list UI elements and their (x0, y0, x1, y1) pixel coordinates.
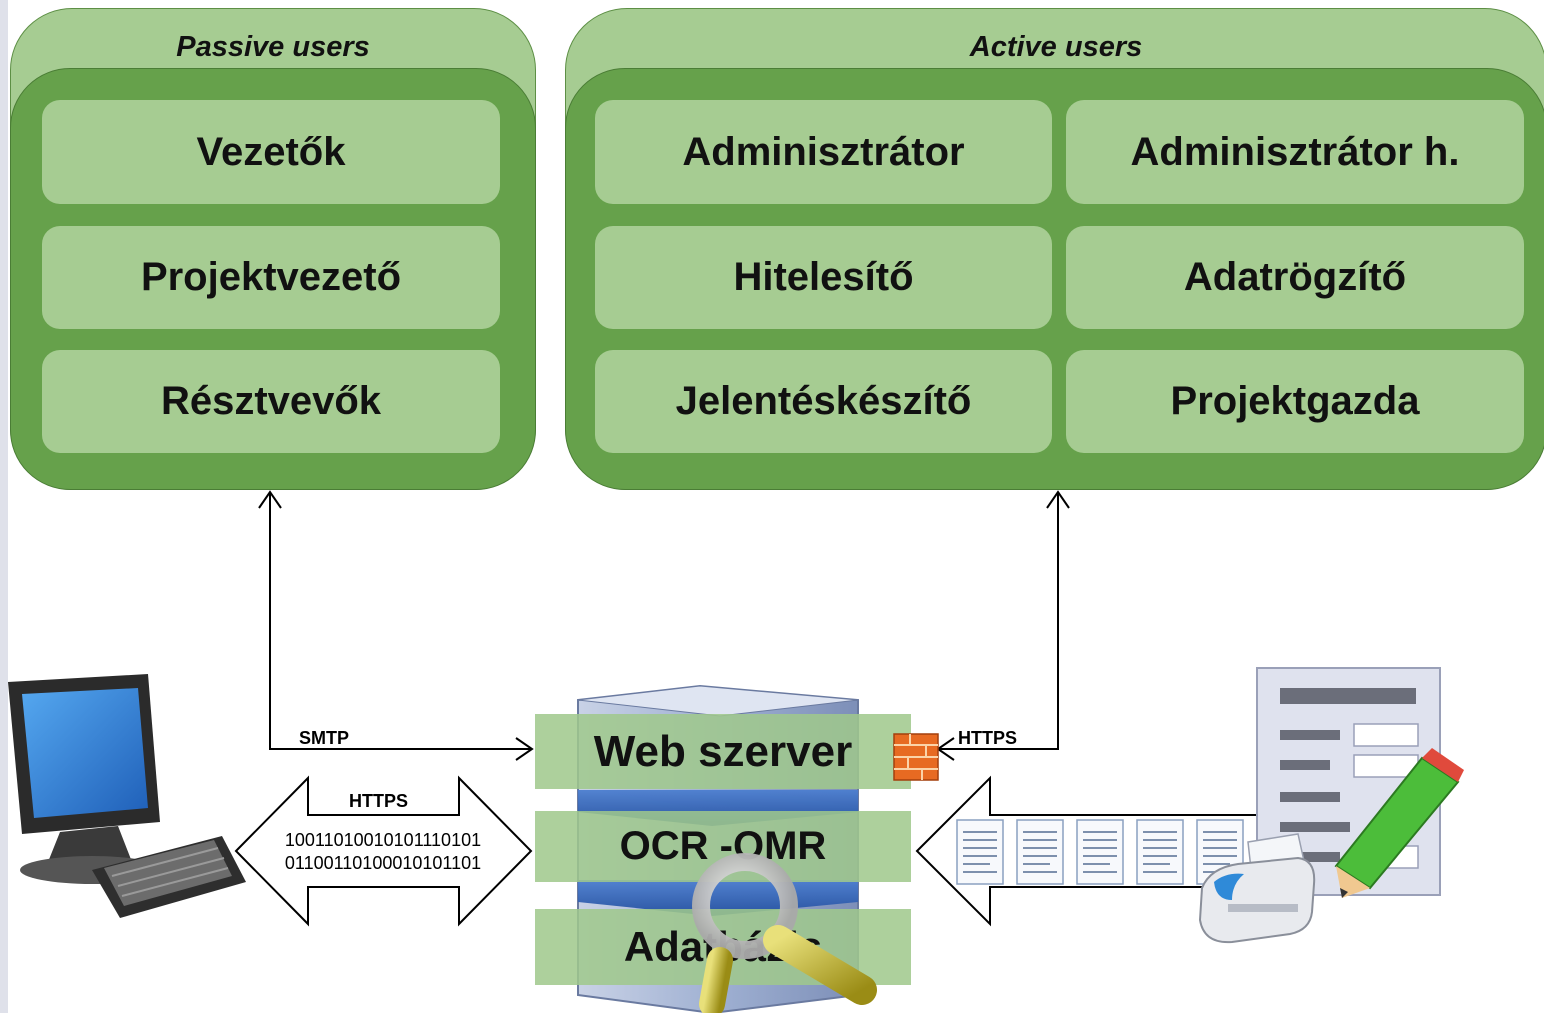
role-jelenteskeszito: Jelentéskészítő (595, 350, 1052, 453)
role-adatrogzito: Adatrögzítő (1066, 226, 1524, 329)
https-label-left: HTTPS (349, 791, 409, 811)
role-hitelesito: Hitelesítő (595, 226, 1052, 329)
active-users-title: Active users (969, 31, 1143, 63)
pencil-icon (1334, 748, 1464, 898)
slide-edge (0, 0, 8, 1013)
https-double-arrow (234, 775, 533, 927)
smtp-label: SMTP (299, 728, 350, 748)
document-icon (1076, 819, 1124, 885)
role-resztvevok: Résztvevők (42, 350, 500, 453)
smtp-connector (258, 490, 534, 761)
document-icon (1016, 819, 1064, 885)
role-projektgazda: Projektgazda (1066, 350, 1524, 453)
binary-line-2: 01100110100010101101 (284, 853, 482, 873)
binary-line-1: 10011010010101110101 (284, 830, 482, 850)
role-adminisztrator: Adminisztrátor (595, 100, 1052, 204)
binary-data: 10011010010101110101 0110011010001010110… (262, 829, 504, 875)
web-server-layer: Web szerver (535, 714, 911, 789)
document-icon (1136, 819, 1184, 885)
role-vezetok: Vezetők (42, 100, 500, 204)
passive-users-title: Passive users (176, 31, 370, 63)
printer-icon (1198, 833, 1316, 944)
role-projektvezeto: Projektvezető (42, 226, 500, 329)
role-adminisztrator-h: Adminisztrátor h. (1066, 100, 1524, 204)
https-label-right: HTTPS (958, 728, 1018, 748)
document-icon (956, 819, 1004, 885)
